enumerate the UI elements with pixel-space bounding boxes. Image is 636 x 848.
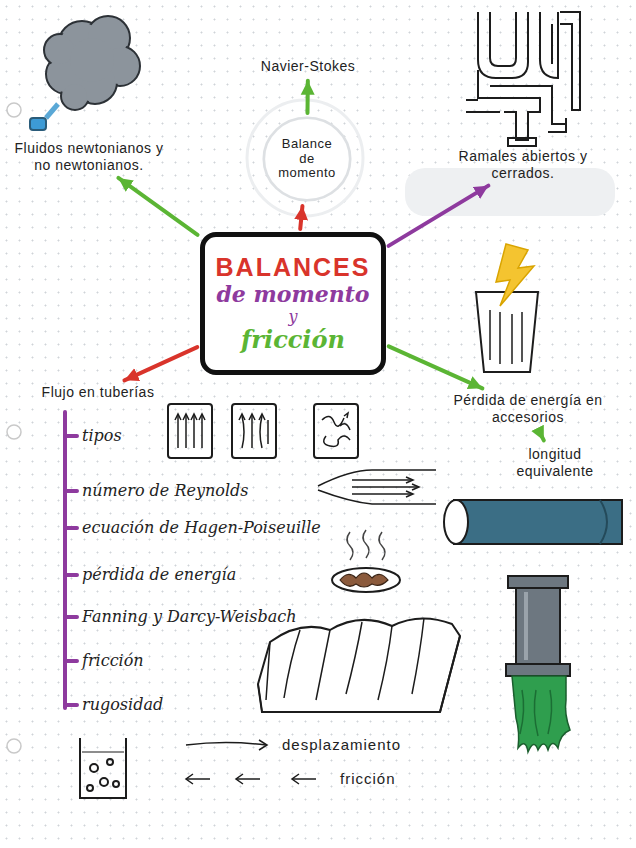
arrow-connector [389,186,489,246]
pipe-network-icon [466,12,580,146]
fire-icon [332,530,400,592]
annotation-text: fricción [340,769,396,789]
node-text: y [288,308,297,326]
node-text: Pérdida de energía en accesorios [430,392,626,426]
punch-holes [7,103,21,753]
topic-text: Flujo en tuberías [14,382,182,403]
arrow-connector [124,347,197,380]
topic-text: Ramales abiertos y cerrados. [438,146,608,184]
node-text: de momento [216,282,369,307]
topic-text: Pérdida de energía en accesorios [426,390,630,428]
topic-text: longitud equivalente [486,444,624,482]
node-text: Navier-Stokes [230,58,386,75]
pipe-icon [444,500,622,544]
list-item: pérdida de energía [82,565,236,585]
node-text: Ramales abiertos y cerrados. [442,148,604,182]
arrow-connector [305,81,309,113]
topic-circle: Balance de momento [262,116,352,202]
list-item: rugosidad [82,695,163,715]
arrow-connector [300,206,302,229]
outlet-icon [506,576,570,752]
list-item: número de Reynolds [82,481,248,501]
cup-lightning-icon [476,244,538,372]
list-item: fricción [82,651,144,671]
list-bracket [65,412,77,708]
roughness-icon [258,618,460,712]
node-text: longitud equivalente [490,446,620,480]
list-item: Fanning y Darcy-Weisbach [82,607,297,627]
annotation-text: desplazamiento [282,735,401,755]
list-item: ecuación de Hagen-Poiseuille [82,518,321,538]
topic-text: Navier-Stokes [226,56,390,77]
central-box: BALANCESde momentoyfricción [200,232,386,375]
vessel-icon [80,738,126,798]
node-text: fricción [241,326,345,354]
reynolds-flow-icon [318,470,436,504]
flow-types-icons [168,404,358,458]
topic-text: Fluidos newtonianos y no newtonianos. [6,138,172,176]
arrow-connector [389,346,483,388]
cloud-icon [30,16,140,130]
node-text: Balance de momento [274,137,340,182]
node-text: Flujo en tuberías [18,384,178,401]
list-item: tipos [82,426,122,446]
arrow-connector [118,178,197,235]
node-text: BALANCES [216,253,371,282]
arrow-connector [539,430,544,440]
node-text: Fluidos newtonianos y no newtonianos. [10,140,168,174]
